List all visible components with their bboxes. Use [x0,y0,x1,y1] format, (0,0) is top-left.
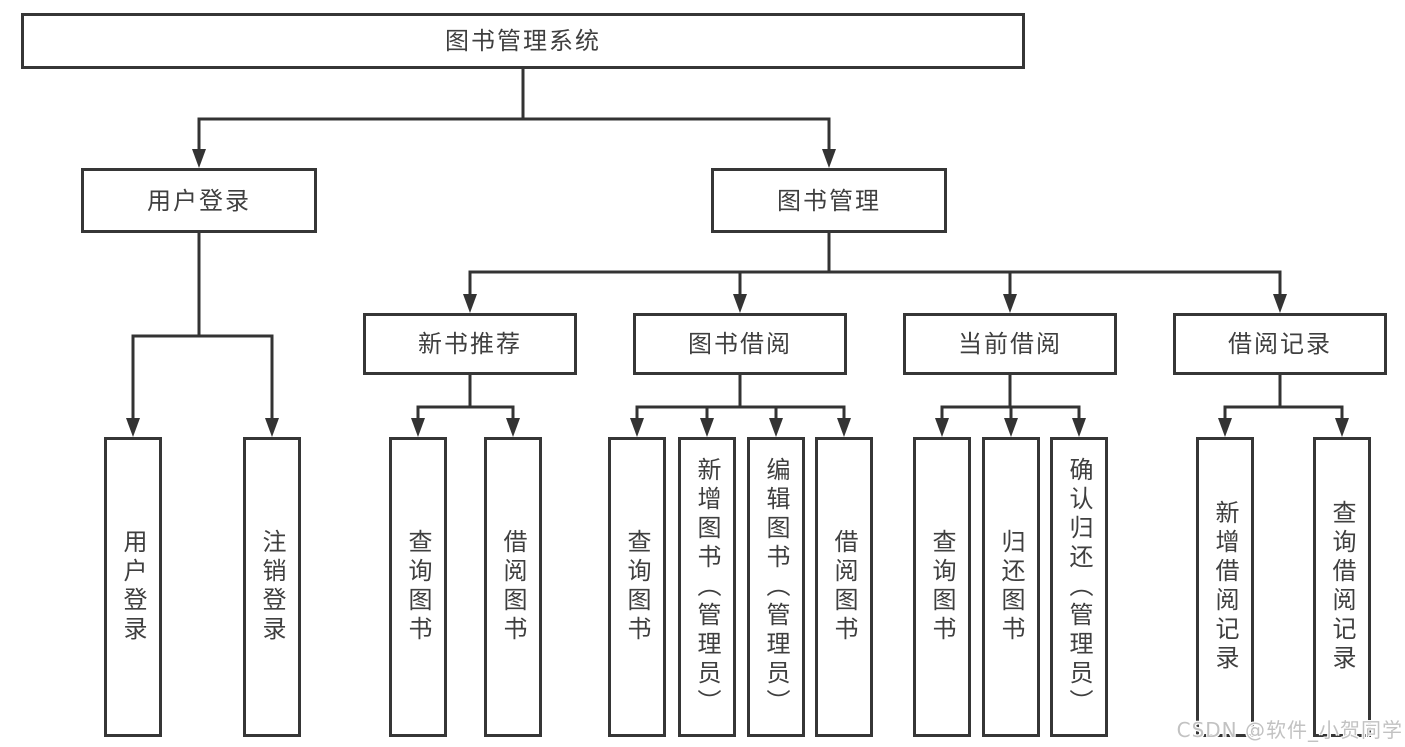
connector-borrow-rail [635,405,846,420]
arrowhead [837,418,851,437]
arrowhead [192,149,206,168]
node-label: 查询图书 [623,529,651,645]
arrowhead [769,418,783,437]
arrowhead [1003,294,1017,313]
arrowhead [1273,294,1287,313]
node-leaf-borrow-books-2: 借阅图书 [815,437,873,737]
node-label: 查询图书 [928,529,956,645]
node-current-borrowing: 当前借阅 [903,313,1117,375]
arrowhead [700,418,714,437]
node-new-book-recommend: 新书推荐 [363,313,577,375]
node-label: 图书管理 [777,186,881,215]
node-user-login: 用户登录 [81,168,317,233]
node-book-borrowing: 图书借阅 [633,313,847,375]
node-library-system: 图书管理系统 [21,13,1025,69]
arrowhead [630,418,644,437]
node-label: 图书借阅 [688,330,792,358]
arrowhead [1004,418,1018,437]
node-label: 编辑图书（管理员） [762,456,790,718]
arrowhead [935,418,949,437]
arrowhead [1335,418,1349,437]
connector-userlogin-rail [131,334,274,420]
arrowhead [126,418,140,437]
arrowhead [411,418,425,437]
node-leaf-query-borrow-record: 查询借阅记录 [1313,437,1371,737]
node-label: 借阅图书 [830,529,858,645]
node-leaf-add-borrow-record: 新增借阅记录 [1196,437,1254,737]
node-label: 确认归还（管理员） [1065,456,1093,718]
node-label: 用户登录 [119,529,147,645]
node-label: 新增图书（管理员） [693,456,721,718]
node-leaf-user-login: 用户登录 [104,437,162,737]
node-label: 查询图书 [404,529,432,645]
node-leaf-logout: 注销登录 [243,437,301,737]
node-leaf-return-books: 归还图书 [982,437,1040,737]
arrowhead [1072,418,1086,437]
connector-newbook-rail [416,405,515,420]
node-leaf-add-books-admin: 新增图书（管理员） [678,437,736,737]
node-leaf-query-books-2: 查询图书 [608,437,666,737]
node-leaf-query-books-1: 查询图书 [389,437,447,737]
node-leaf-edit-books-admin: 编辑图书（管理员） [747,437,805,737]
node-borrow-records: 借阅记录 [1173,313,1387,375]
node-label: 借阅图书 [499,529,527,645]
arrowhead [265,418,279,437]
arrowhead [506,418,520,437]
watermark: CSDN @软件_小贺同学 [1176,718,1403,742]
arrowhead [463,294,477,313]
node-label: 用户登录 [147,186,251,215]
connector-level2-rail [197,117,831,151]
node-label: 图书管理系统 [445,27,601,55]
arrowhead [1218,418,1232,437]
node-leaf-query-books-3: 查询图书 [913,437,971,737]
node-label: 注销登录 [258,529,286,645]
connector-level3-rail [468,270,1282,296]
node-label: 归还图书 [997,529,1025,645]
node-label: 新增借阅记录 [1211,500,1239,674]
node-label: 借阅记录 [1228,330,1332,358]
arrowhead [733,294,747,313]
node-label: 查询借阅记录 [1328,500,1356,674]
node-leaf-borrow-books-1: 借阅图书 [484,437,542,737]
node-book-management: 图书管理 [711,168,947,233]
arrowhead [822,149,836,168]
node-label: 当前借阅 [958,330,1062,358]
node-leaf-confirm-return-admin: 确认归还（管理员） [1050,437,1108,737]
connector-records-rail [1223,405,1344,420]
node-label: 新书推荐 [418,330,522,358]
